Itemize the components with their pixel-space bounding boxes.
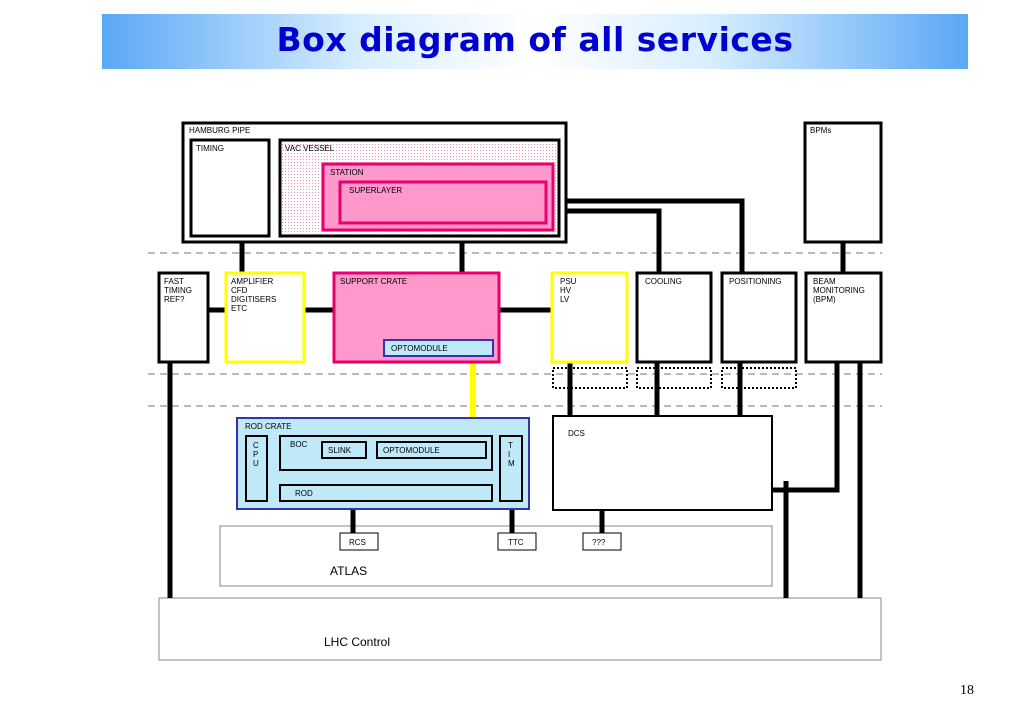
dashed-separators [148,252,882,407]
amplifier-box: AMPLIFIER CFD DIGITISERS ETC [224,271,306,364]
superlayer-label: SUPERLAYER [349,186,402,195]
connector [553,198,745,273]
timing-label: TIMING [196,144,224,153]
support-optomodule-label: OPTOMODULE [391,344,448,353]
bpms-label: BPMs [810,126,831,135]
cpu-box: C P U [245,435,268,502]
cpu-label: C P U [253,441,261,468]
tim-box: T I M [499,435,523,502]
ttc-label: TTC [508,538,524,547]
unknown-box: ??? [582,532,622,551]
vac-vessel-label: VAC VESSEL [285,144,335,153]
rod-optomodule-box: OPTOMODULE [376,441,487,459]
rod-crate-label: ROD CRATE [245,422,292,431]
support-crate-label: SUPPORT CRATE [340,277,407,286]
support-optomodule-box: OPTOMODULE [383,339,494,357]
unknown-label: ??? [592,538,606,547]
amplifier-label: AMPLIFIER CFD DIGITISERS ETC [231,277,279,313]
hamburg-pipe-label: HAMBURG PIPE [189,126,250,135]
rod-label: ROD [295,489,313,498]
atlas-box: ATLAS [219,525,773,587]
lhc-control-label: LHC Control [324,635,390,649]
fast-timing-ref-label: FAST TIMING REF? [164,277,194,304]
lhc-control-box: LHC Control [158,597,882,661]
connectors [167,198,863,598]
slink-box: SLINK [321,441,367,459]
connector [772,362,840,493]
atlas-label: ATLAS [330,564,367,578]
dcs-label: DCS [568,429,585,438]
cooling-box: COOLING [635,271,713,364]
beam-monitoring-box: BEAM MONITORING (BPM) [804,271,883,364]
rod-box: ROD [279,484,493,502]
positioning-label: POSITIONING [729,277,781,286]
dotted-box [636,367,712,389]
psu-label: PSU HV LV [560,277,579,304]
dotted-box [721,367,797,389]
page-number: 18 [960,683,974,698]
rcs-label: RCS [349,538,366,547]
dotted-box [552,367,628,389]
boc-label: BOC [290,440,308,449]
rod-optomodule-label: OPTOMODULE [383,446,440,455]
page-title: Box diagram of all services [276,20,794,59]
fast-timing-ref-box: FAST TIMING REF? [157,271,210,364]
superlayer-box: SUPERLAYER [338,180,548,225]
ttc-box: TTC [497,532,537,551]
connector [553,208,662,273]
title-banner: Box diagram of all services [102,14,968,69]
rcs-box: RCS [339,532,379,551]
timing-box: TIMING [189,138,271,238]
psu-box: PSU HV LV [550,271,629,364]
positioning-box: POSITIONING [720,271,798,364]
station-label: STATION [330,168,364,177]
dotted-boxes [552,367,797,389]
dcs-box: DCS [552,415,773,511]
bpms-box: BPMs [803,121,883,244]
cooling-label: COOLING [645,277,682,286]
slink-label: SLINK [328,446,352,455]
tim-label: T I M [508,441,515,468]
beam-monitoring-label: BEAM MONITORING (BPM) [813,277,867,304]
